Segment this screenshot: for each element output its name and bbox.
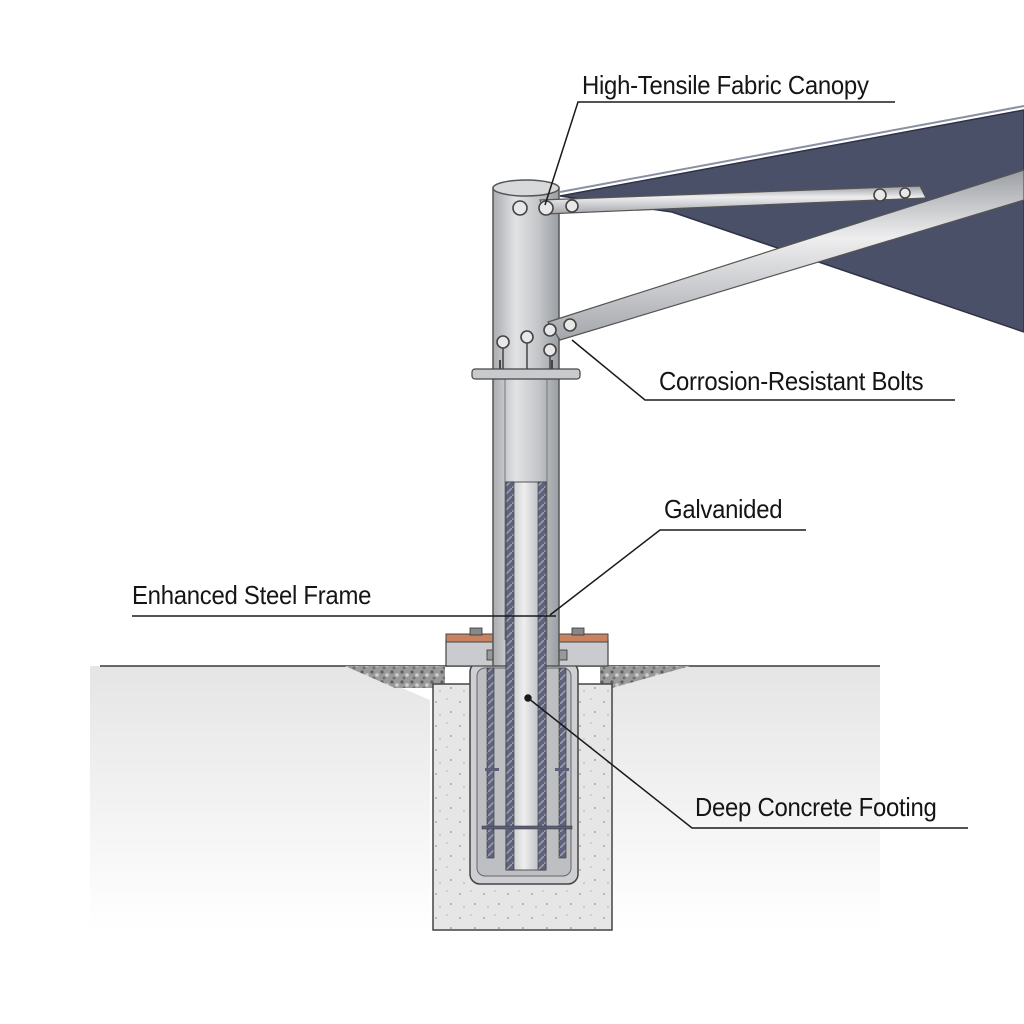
leader-footing bbox=[527, 697, 968, 829]
leader-galvanized bbox=[549, 529, 806, 616]
tie-bar bbox=[481, 825, 573, 830]
callout-canopy: High-Tensile Fabric Canopy bbox=[582, 70, 869, 100]
lower-strut bbox=[547, 169, 1024, 341]
tie-bar bbox=[555, 768, 569, 771]
rebar bbox=[537, 481, 547, 871]
leader-lines bbox=[132, 101, 968, 829]
bolt-icon bbox=[512, 200, 528, 216]
bolt-icon bbox=[565, 199, 579, 213]
base-plate-assembly bbox=[445, 627, 609, 667]
bolt-icon bbox=[563, 318, 577, 332]
leader-bolts bbox=[571, 339, 955, 401]
leader-canopy bbox=[544, 101, 895, 206]
bolt-icon bbox=[899, 187, 911, 199]
tie-bar bbox=[485, 768, 499, 771]
callout-bolts: Corrosion-Resistant Bolts bbox=[659, 366, 924, 396]
inner-sleeve bbox=[481, 481, 573, 871]
callout-galvanized: Galvanided bbox=[664, 494, 783, 524]
rebar bbox=[505, 481, 515, 871]
bolt-icon bbox=[873, 188, 887, 202]
flange-collar bbox=[471, 360, 581, 380]
bolt-icon bbox=[543, 323, 557, 337]
ground bbox=[90, 665, 880, 930]
rebar bbox=[486, 667, 495, 859]
rebar bbox=[558, 667, 567, 859]
callout-frame: Enhanced Steel Frame bbox=[132, 580, 372, 610]
bolts bbox=[496, 187, 911, 369]
anchor-nut bbox=[571, 627, 585, 636]
bolt-icon bbox=[520, 330, 534, 344]
anchor-nut bbox=[469, 627, 483, 636]
callout-footing: Deep Concrete Footing bbox=[695, 792, 937, 822]
gravel-layer-left bbox=[345, 666, 445, 688]
gravel-layer-right bbox=[600, 666, 690, 688]
bolt-icon bbox=[543, 343, 557, 357]
bolt-icon bbox=[496, 335, 510, 349]
